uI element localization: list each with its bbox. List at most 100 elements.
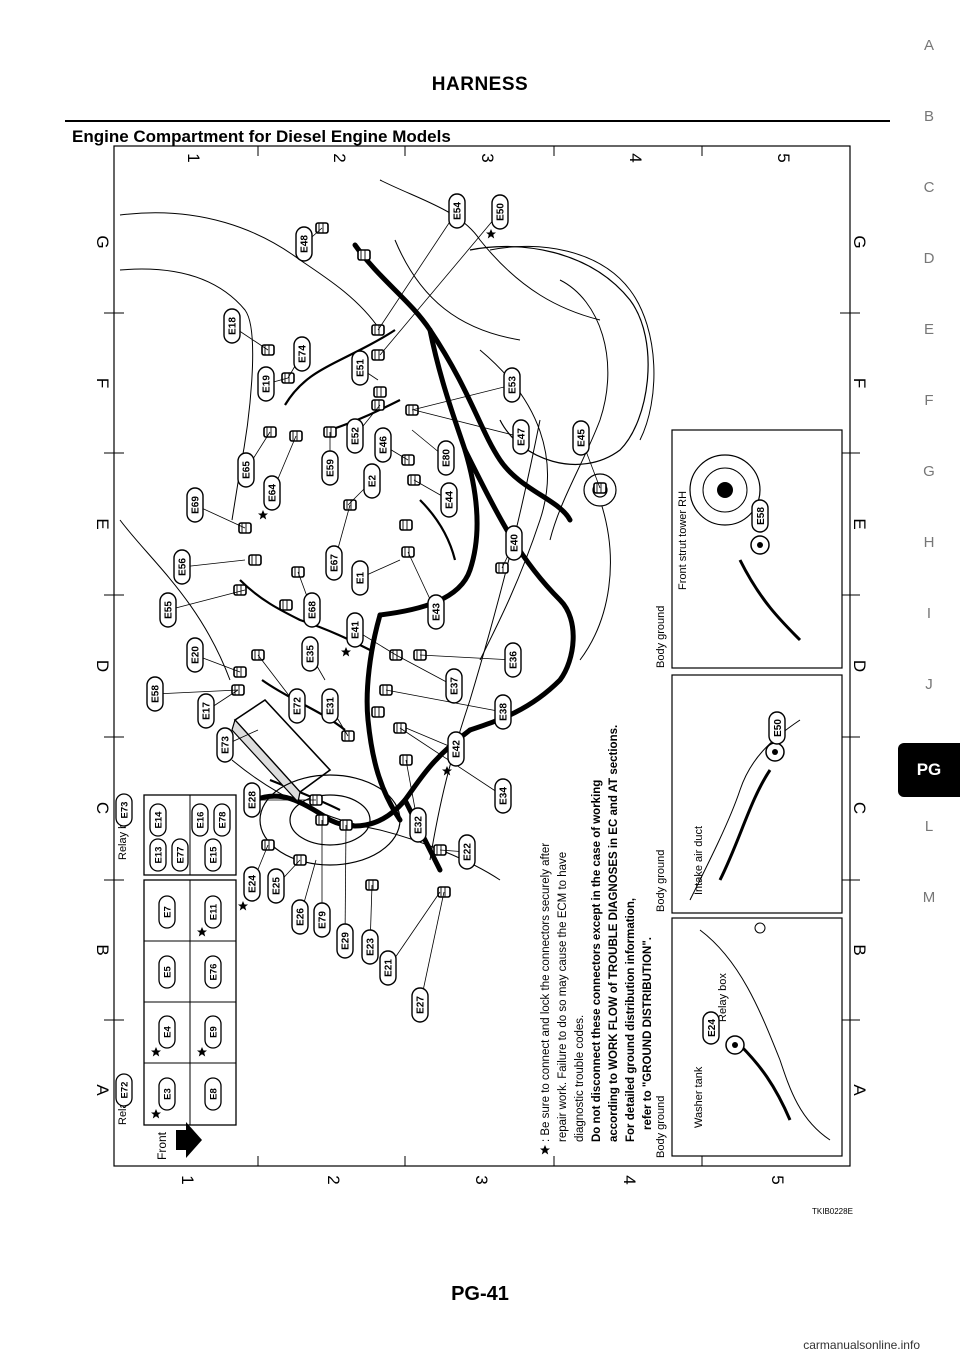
inset-e50: Body ground Intake air duct E50 xyxy=(655,674,843,914)
connector-e2: E2 xyxy=(347,463,381,506)
connector-e48-bubble xyxy=(295,226,313,262)
connector-e54-leader xyxy=(377,210,458,331)
grid-letter-left-d: D xyxy=(93,660,112,672)
connector-e26-bubble xyxy=(291,899,309,935)
connector-e56-leader xyxy=(181,559,246,568)
connector-e27-bubble xyxy=(411,987,429,1023)
inset-e58-connector: E58 xyxy=(756,507,767,525)
connector-e47-leader xyxy=(413,409,522,438)
connector-e50-leader xyxy=(379,211,501,356)
connector-e25-bubble xyxy=(267,868,285,904)
side-index-i[interactable]: I xyxy=(926,605,932,622)
side-index-e[interactable]: E xyxy=(923,321,934,338)
grid-letter-right-b: B xyxy=(850,944,869,955)
inset-e24-connector: E24 xyxy=(707,1019,718,1037)
relay-cell-e15-bubble xyxy=(204,838,222,872)
connector-e52-label: E52 xyxy=(351,427,362,445)
side-index-l[interactable]: L xyxy=(924,818,934,835)
inset-e50-title: Body ground xyxy=(655,850,667,912)
connector-e79-label: E79 xyxy=(318,911,329,929)
page-header-title: HARNESS xyxy=(431,74,529,95)
side-index-m[interactable]: M xyxy=(922,889,936,906)
connector-e72-label: E72 xyxy=(293,697,304,715)
connector-e31-bubble xyxy=(321,688,339,724)
connector-e64-star-icon xyxy=(258,510,268,520)
connector-e17-bubble xyxy=(197,693,215,729)
connector-e45-label: E45 xyxy=(577,429,588,447)
connector-e58-bubble xyxy=(146,676,164,712)
connector-e56: E56 xyxy=(173,549,246,585)
connector-e41-label: E41 xyxy=(351,621,362,639)
connector-e67-bubble xyxy=(325,545,343,581)
connector-e55-label: E55 xyxy=(164,601,175,619)
relay-cell-e7: E7 xyxy=(158,895,176,929)
connector-e19-bubble xyxy=(257,366,275,402)
connector-e22: E22 xyxy=(439,834,476,870)
inset-e50-connector: E50 xyxy=(773,719,784,737)
notes-block: : Be sure to connect and lock the connec… xyxy=(540,725,654,1155)
connector-e41: E41 xyxy=(341,612,397,657)
side-index-g[interactable]: G xyxy=(923,463,935,480)
inset-e24: Body ground Washer tank Relay box E24 xyxy=(655,917,843,1158)
connector-e54-bubble xyxy=(448,193,466,229)
connector-e38: E38 xyxy=(385,689,512,730)
connector-e37-label: E37 xyxy=(450,677,461,695)
connector-e55-bubble xyxy=(159,592,177,628)
side-index-b[interactable]: B xyxy=(923,108,934,125)
connector-e48: E48 xyxy=(295,226,323,262)
relay-box-cells: E72E73E3E4E5E7E8E9E76E11E13E14E77E16E15E… xyxy=(115,793,231,1119)
relay-cell-e13-bubble xyxy=(149,838,167,872)
relay-cell-e7-label: E7 xyxy=(163,906,174,918)
connector-e67-label: E67 xyxy=(330,554,341,572)
relay-cell-e4: E4 xyxy=(151,1015,176,1057)
connector-e46: E46 xyxy=(374,427,409,463)
connector-e36-leader xyxy=(419,654,514,661)
relay-cell-e3-bubble xyxy=(158,1077,176,1111)
side-index-j[interactable]: J xyxy=(925,676,933,693)
relay-cell-e9-label: E9 xyxy=(209,1026,220,1038)
relay-tag-e73: E73 xyxy=(115,793,133,827)
inset-e24-label-washer: Washer tank xyxy=(693,1066,705,1128)
relay-cell-e7-bubble xyxy=(158,895,176,929)
side-index-a[interactable]: A xyxy=(923,37,934,54)
connector-e74-label: E74 xyxy=(298,345,309,363)
connector-e47-label: E47 xyxy=(517,428,528,446)
connector-e29-label: E29 xyxy=(341,932,352,950)
strut-tower xyxy=(469,245,649,507)
relay-cell-e78-label: E78 xyxy=(218,812,229,829)
connector-e41-bubble xyxy=(346,612,364,648)
side-index-pg-active[interactable]: PG xyxy=(898,743,960,797)
note-line-3: diagnostic trouble codes. xyxy=(574,1015,586,1142)
connector-e31-label: E31 xyxy=(326,697,337,715)
grid-letter-left-a: A xyxy=(93,1084,112,1096)
grid-number-top-1: 1 xyxy=(184,153,203,162)
side-index-f[interactable]: F xyxy=(924,392,934,409)
connector-e46-label: E46 xyxy=(379,436,390,454)
connector-e35-label: E35 xyxy=(306,645,317,663)
note-line-6: For detailed ground distribution informa… xyxy=(625,898,637,1142)
relay-cell-e77: E77 xyxy=(171,838,189,872)
connector-e50-label: E50 xyxy=(496,203,507,221)
connector-e45: E45 xyxy=(572,420,601,489)
side-index-h[interactable]: H xyxy=(923,534,935,551)
connector-e29-leader xyxy=(344,824,347,942)
note-line-5: according to WORK FLOW of TROUBLE DIAGNO… xyxy=(608,725,620,1142)
connector-e23: E23 xyxy=(361,884,379,965)
note-line-2: repair work. Failure to do so may cause … xyxy=(557,852,569,1142)
connector-e74-bubble xyxy=(293,336,311,372)
connector-e80-label: E80 xyxy=(442,449,453,467)
connector-e35-bubble xyxy=(301,636,319,672)
connector-e79: E79 xyxy=(313,820,331,938)
connector-e58-label: E58 xyxy=(151,685,162,703)
connector-e54: E54 xyxy=(377,193,466,331)
side-index-c[interactable]: C xyxy=(923,179,935,196)
side-index-d[interactable]: D xyxy=(923,250,935,267)
connector-e21: E21 xyxy=(379,891,441,986)
inset-e24-label-relay: Relay box xyxy=(717,973,729,1022)
relay-cell-e78: E78 xyxy=(213,803,231,837)
relay-cell-e11-bubble xyxy=(204,895,222,929)
connector-e44: E44 xyxy=(413,479,458,518)
connector-e50-star-icon xyxy=(486,229,496,239)
connector-e21-leader xyxy=(387,891,441,969)
